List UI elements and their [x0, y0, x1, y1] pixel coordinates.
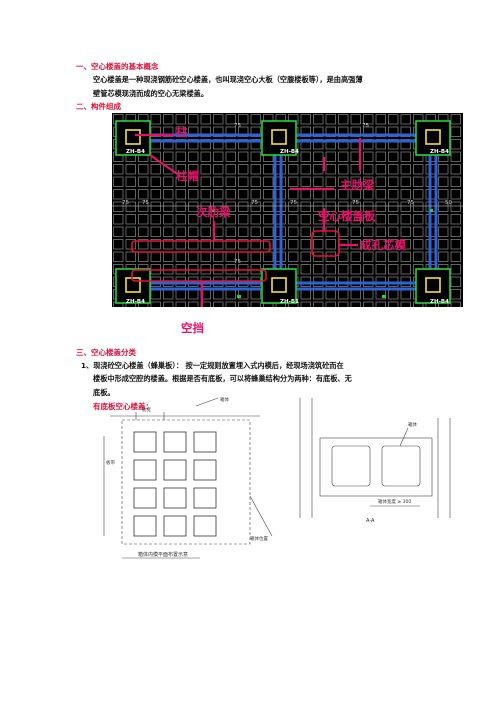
column-tag: ZH-B1: [280, 299, 299, 305]
core-mold-highlight: [311, 230, 340, 257]
box-mold-plan-drawing: 肋宽 箱体 板带 箱体位置 箱体内模平面布置示意: [100, 396, 282, 562]
plan-drawing-svg: 肋宽 箱体 板带 箱体位置 箱体内模平面布置示意: [103, 396, 273, 559]
dim-label: 75: [362, 123, 369, 129]
callout-secondary-rib: 次肋梁: [196, 205, 231, 219]
section-3-item-1-line-2: 楼板中形成空腔的楼盖。根据是否有底板，可以将蜂巢结构分为两种：有底板、无: [93, 374, 352, 383]
callout-main-rib: 主肋梁: [340, 178, 375, 192]
label-box: 箱体: [220, 396, 229, 403]
section-3-heading: 三、空心楼盖分类: [76, 348, 136, 357]
column-tag: ZH-B4: [430, 149, 449, 155]
column-tag: ZH-B4: [126, 149, 145, 155]
dim-label: 75: [122, 200, 129, 206]
section-3-item-1-line-3: 底板。: [93, 388, 115, 397]
dim-label: 75: [407, 200, 414, 206]
label-box-width: 箱体宽度 ≥ 300: [378, 498, 411, 505]
callout-column: 柱: [176, 125, 188, 139]
section-2-heading: 二、构件组成: [76, 102, 121, 111]
dim-label: 75: [234, 259, 241, 265]
section-drawing-svg: 箱体 箱体宽度 ≥ 300 A-A: [299, 398, 451, 524]
column-tag: ZH-B4: [280, 149, 299, 155]
dim-label: 75: [142, 200, 149, 206]
plan-caption: 箱体内模平面布置示意: [138, 551, 188, 558]
section-label: A-A: [366, 518, 375, 524]
section-1-heading: 一、空心楼盖的基本概念: [76, 62, 159, 71]
secondary-rib-highlight: [131, 240, 271, 253]
dim-label: 75: [352, 200, 359, 206]
label-box-section: 箱体: [408, 421, 417, 428]
dim-label: 75: [290, 200, 297, 206]
label-rib-width: 肋宽: [142, 406, 151, 413]
column-tag: ZH-B4: [126, 299, 145, 305]
callout-core-mold: 成孔芯模: [360, 238, 406, 252]
callout-column-cap: 柱帽: [176, 169, 199, 183]
gap-highlight: [131, 269, 267, 282]
callout-hollow-slab: 空心楼盖板: [318, 209, 376, 223]
section-1-line-2: 壁管芯模现浇而成的空心无梁楼盖。: [93, 89, 209, 98]
column-tag: ZH-B4: [430, 299, 449, 305]
columns: [125, 129, 441, 293]
dim-label: 75: [251, 200, 258, 206]
callout-gap: 空挡: [181, 321, 204, 335]
cad-drawing: 75 75 75 75 75 75 50 75 75 75 ZH-B4 ZH-B…: [112, 113, 463, 307]
section-a-a-drawing: 箱体 箱体宽度 ≥ 300 A-A: [290, 398, 460, 526]
dim-label: 75: [234, 123, 241, 129]
column-caps: [115, 120, 451, 304]
section-1-line-1: 空心楼盖是一种现浇钢筋砼空心楼盖，也叫现浇空心大板（空腹楼板等），是由高强薄: [93, 75, 363, 84]
label-box-position: 箱体位置: [250, 535, 268, 542]
section-3-subheading: 有底板空心楼盖：: [93, 402, 153, 411]
dim-label: 50: [445, 200, 452, 206]
section-3-item-1-line-1: 1、现浇砼空心楼盖（蜂巢板）： 按一定规则放置埋入式内模后，经现场浇筑砼而在: [81, 361, 344, 370]
label-side-band: 板带: [106, 459, 115, 466]
component-diagram: 75 75 75 75 75 75 50 75 75 75 ZH-B4 ZH-B…: [112, 113, 463, 307]
